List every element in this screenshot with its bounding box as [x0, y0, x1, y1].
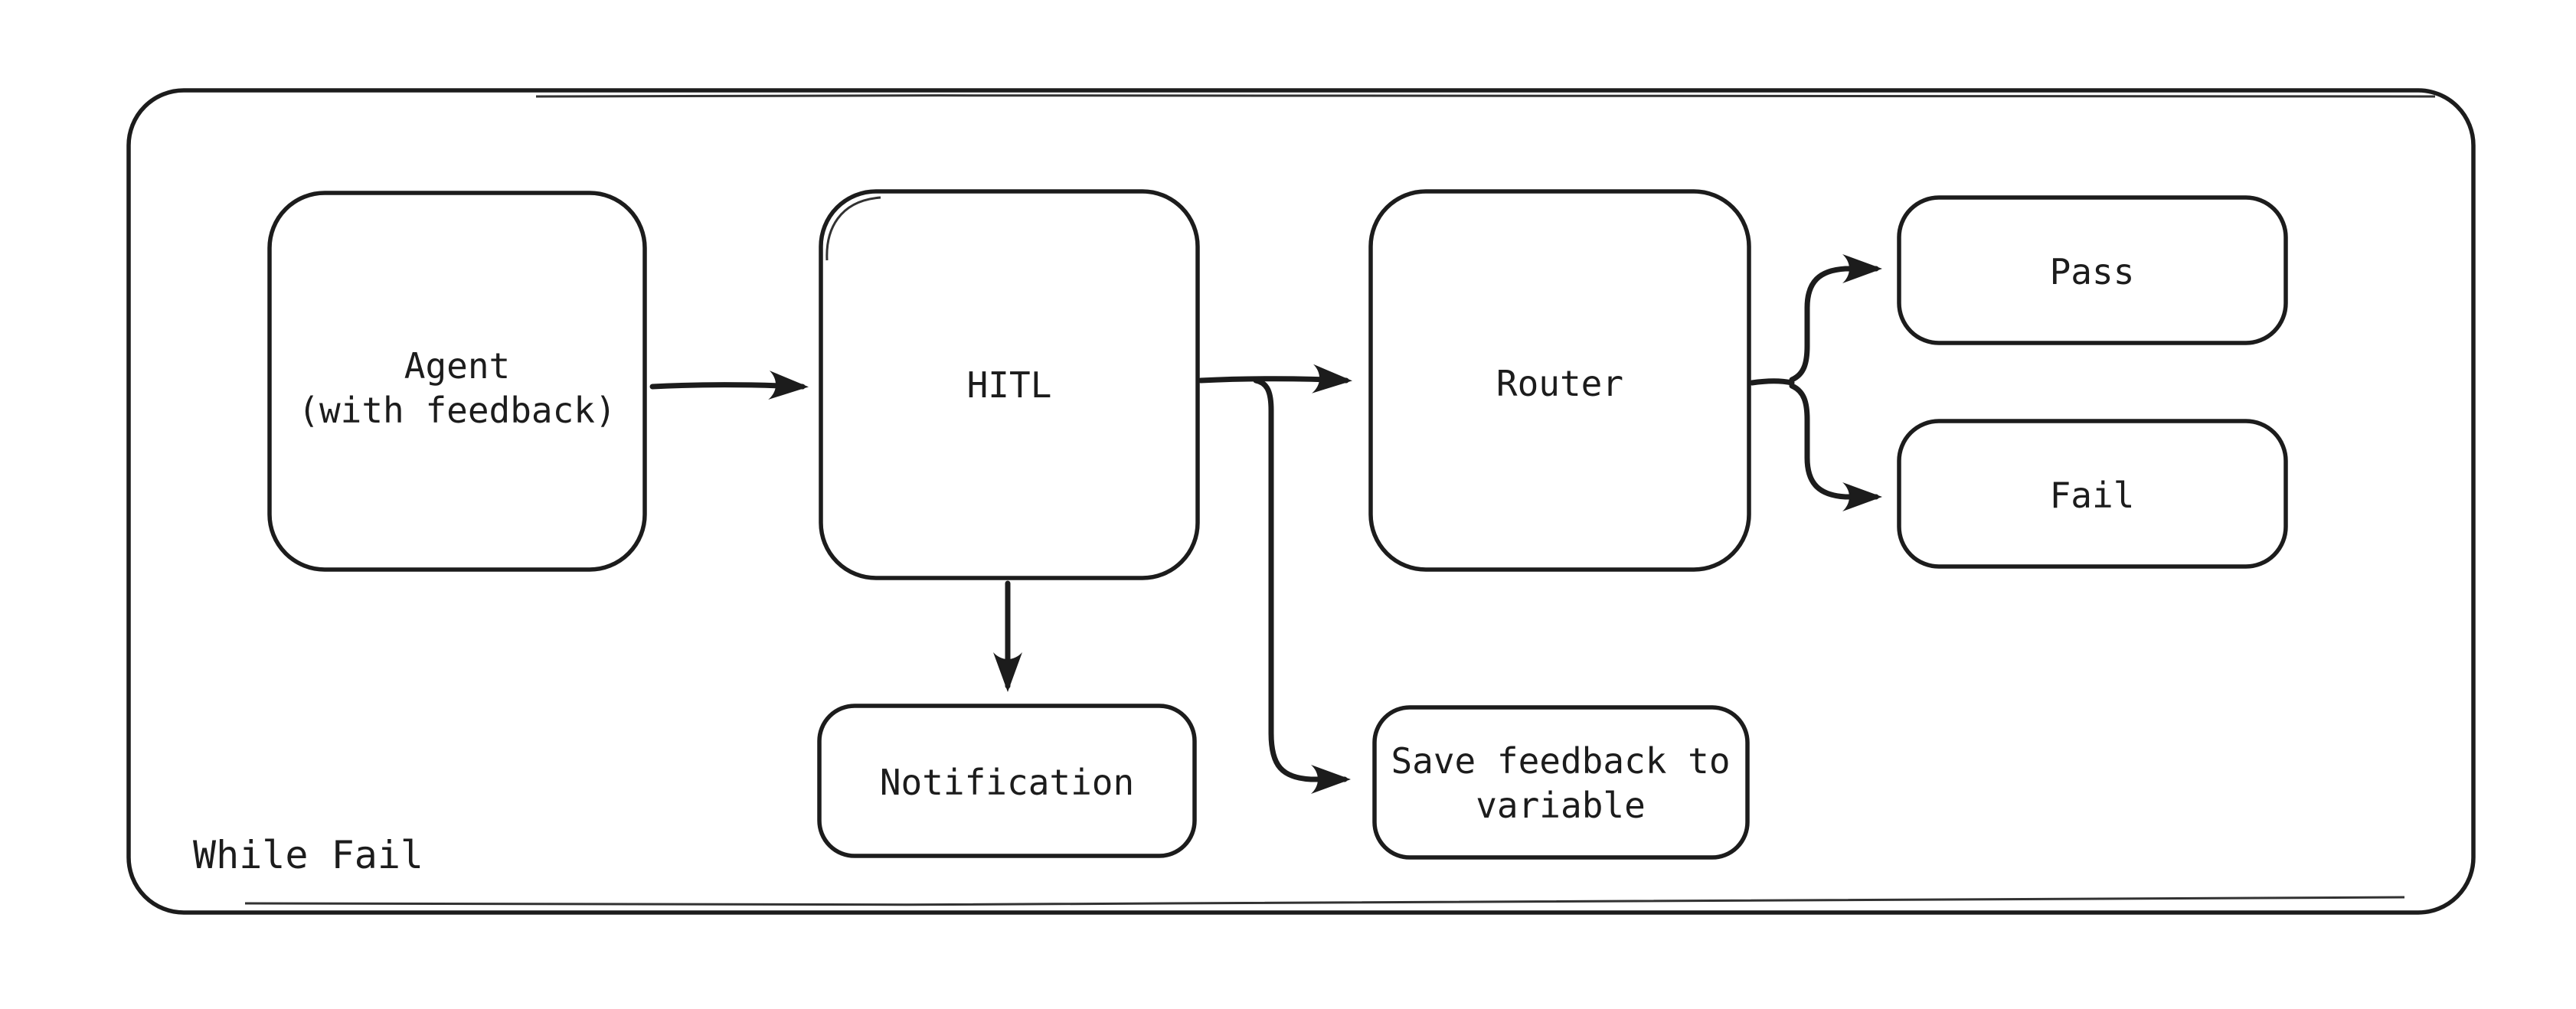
node-hitl-shape[interactable] [819, 189, 1200, 580]
node-pass-shape[interactable] [1897, 195, 2288, 345]
node-router-label: Router [1496, 363, 1623, 404]
node-router[interactable]: Router [1368, 189, 1751, 572]
node-save-feedback-label-line1: Save feedback to [1391, 740, 1730, 782]
node-agent[interactable]: Agent (with feedback) [267, 191, 647, 572]
router-branch-stub[interactable] [1749, 378, 1795, 386]
while-fail-frame[interactable] [126, 88, 2476, 915]
node-pass-label: Pass [2050, 251, 2135, 292]
arrow-agent-to-hitl[interactable] [649, 371, 809, 400]
node-hitl[interactable]: HITL [819, 189, 1200, 580]
node-fail[interactable]: Fail [1897, 419, 2288, 569]
node-agent-label-line2: (with feedback) [298, 390, 616, 431]
arrow-to-save-feedback[interactable] [1253, 377, 1351, 794]
node-notification[interactable]: Notification [817, 704, 1197, 858]
arrow-hitl-to-router[interactable] [1198, 364, 1352, 393]
node-save-feedback[interactable]: Save feedback to variable [1372, 705, 1750, 860]
node-save-feedback-label-line2: variable [1476, 785, 1646, 826]
node-agent-label-line1: Agent [404, 345, 510, 387]
node-fail-shape[interactable] [1897, 419, 2288, 569]
arrow-router-to-fail[interactable] [1789, 383, 1882, 511]
node-hitl-label: HITL [967, 364, 1052, 406]
frame-sketch-line [244, 896, 2405, 906]
node-notification-shape[interactable] [817, 704, 1197, 858]
node-router-shape[interactable] [1368, 189, 1751, 572]
node-hitl-sketch [825, 196, 881, 261]
node-agent-shape[interactable] [267, 191, 647, 572]
node-save-feedback-shape[interactable] [1372, 705, 1750, 860]
node-fail-label: Fail [2050, 475, 2135, 516]
arrow-router-to-pass[interactable] [1789, 254, 1882, 383]
while-fail-label: While Fail [193, 833, 423, 877]
node-notification-label: Notification [880, 762, 1134, 803]
frame-sketch-line-top [535, 94, 2436, 98]
while-fail-container[interactable]: While Fail [126, 88, 2476, 915]
node-pass[interactable]: Pass [1897, 195, 2288, 345]
